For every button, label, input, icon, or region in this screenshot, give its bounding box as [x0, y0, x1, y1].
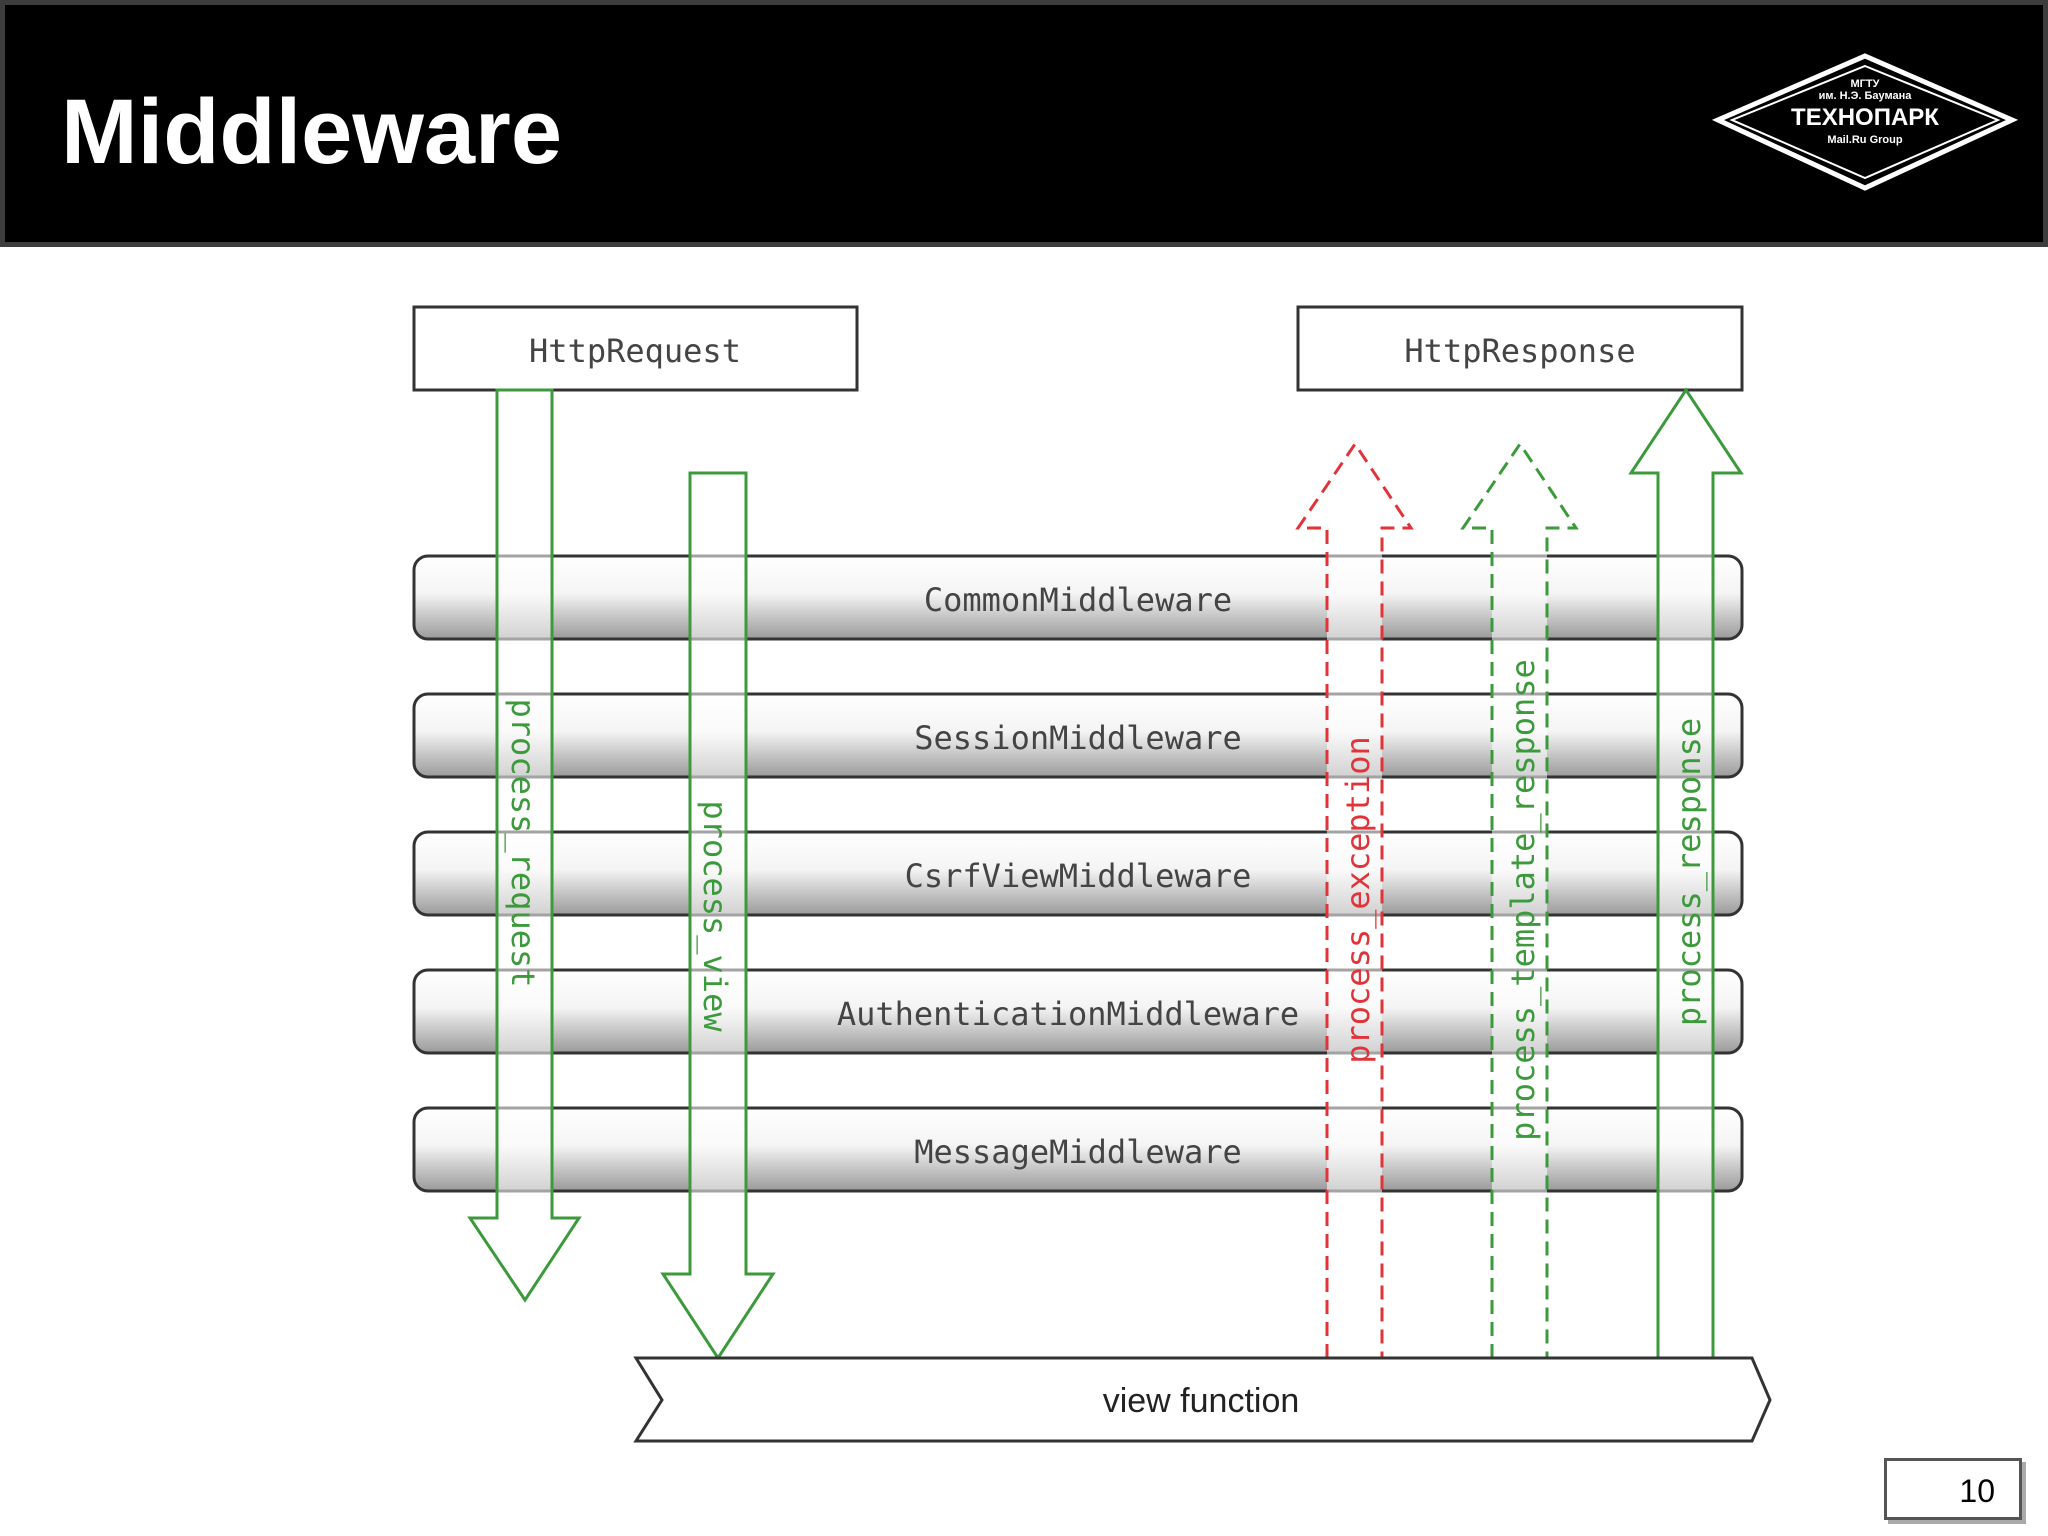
- process-exception-label: process_exception: [1339, 736, 1377, 1064]
- http-request-box: [412, 305, 859, 392]
- slide-title: Middleware: [61, 81, 563, 183]
- http-response-box: [1296, 305, 1744, 392]
- process-view-label: process_view: [696, 800, 734, 1032]
- view-function-banner: [633, 1356, 1772, 1443]
- process-template-response-arrow: [1460, 441, 1579, 1360]
- technopark-logo: МГТУ им. Н.Э. Баумана ТЕХНОПАРК Mail.Ru …: [1710, 52, 2020, 192]
- middleware-label-authentication: AuthenticationMiddleware: [837, 995, 1299, 1033]
- middleware-label-common: CommonMiddleware: [924, 581, 1232, 619]
- process-response-label: process_response: [1670, 718, 1708, 1026]
- process-response-arrow: [1628, 387, 1744, 1360]
- logo-line-3: Mail.Ru Group: [1827, 134, 1903, 146]
- process-request-arrow: [467, 388, 582, 1303]
- logo-line-1: МГТУ: [1850, 78, 1880, 90]
- page-number-box: 10: [1884, 1458, 2022, 1520]
- http-response-label: HttpResponse: [1404, 332, 1635, 370]
- logo-brand: ТЕХНОПАРК: [1791, 104, 1939, 131]
- process-exception-arrow: [1295, 441, 1414, 1360]
- slide-header: Middleware: [0, 0, 2048, 247]
- middleware-label-message: MessageMiddleware: [914, 1133, 1242, 1171]
- view-function-label: view function: [1103, 1382, 1300, 1420]
- page-number: 10: [1959, 1473, 1995, 1509]
- logo-frame: [1711, 53, 2019, 191]
- process-request-label: process_request: [504, 699, 542, 988]
- http-request-label: HttpRequest: [529, 332, 741, 370]
- process-view-arrow: [660, 471, 776, 1361]
- process-template-response-label: process_template_response: [1504, 659, 1542, 1141]
- middleware-label-session: SessionMiddleware: [914, 719, 1242, 757]
- middleware-label-csrf: CsrfViewMiddleware: [905, 857, 1252, 895]
- logo-line-2: им. Н.Э. Баумана: [1818, 90, 1912, 102]
